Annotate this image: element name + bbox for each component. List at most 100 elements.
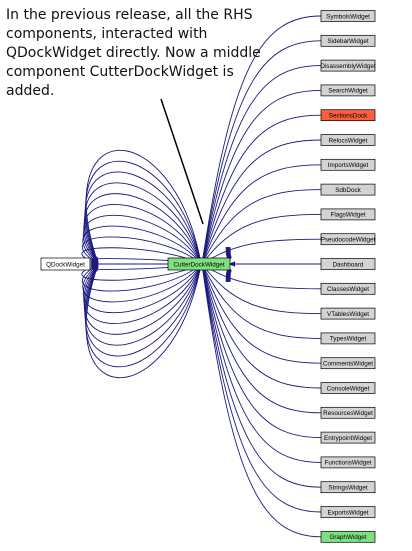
node-disassemblywidget-box [320,59,376,72]
node-stringswidget: StringsWidget [320,481,376,494]
edge-relocswidget [201,139,322,265]
arrowhead-icon [91,266,99,272]
node-dashboard: Dashboard [320,258,376,270]
node-functionswidget-label: FunctionsWidget [325,460,372,467]
arrowhead-icon [225,274,231,282]
node-qdockwidget-label: QDockWidget [46,261,85,268]
legacy-edge-functionswidget [84,266,201,346]
node-dashboard-box [320,258,376,270]
edge-importswidget [201,164,322,265]
node-symbolswidget-label: SymbolsWidget [326,13,370,20]
edge-entrypointwidget [201,263,322,439]
node-importswidget: ImportsWidget [320,158,376,171]
edge-graphwidget [201,263,322,538]
node-classeswidget: ClassesWidget [320,282,376,295]
node-entrypointwidget-label: EntrypointWidget [324,435,372,442]
node-sectionsdock-label: SectionsDock [329,113,368,120]
node-flagswidget-box [320,208,376,221]
node-exportswidget: ExportsWidget [320,506,376,518]
node-symbolswidget-box [320,10,376,22]
node-relocswidget-label: RelocsWidget [329,137,368,144]
edge-commentswidget [201,263,322,364]
edge-functionswidget [201,263,322,463]
pointer-line [160,98,204,225]
node-entrypointwidget-box [320,431,376,444]
node-sdbdock-label: SdbDock [335,187,361,194]
legacy-edge-disassemblywidget [84,171,201,262]
node-cutterdockwidget-box [167,257,231,271]
legacy-edge-sidebarwidget [85,160,201,261]
annotation-text: In the previous release, all the RHS com… [6,7,261,99]
node-flagswidget: FlagsWidget [320,208,376,221]
node-cutterdockwidget-label: CutterDockWidget [173,261,224,268]
node-disassemblywidget: DisassemblyWidget [320,59,376,72]
legacy-edge-sectionsdock [83,193,201,263]
edge-consolewidget [201,263,322,389]
node-graphwidget-label: GraphWidget [329,534,366,541]
edge-vtableswidget [201,263,322,315]
legacy-edge-flagswidget [81,236,201,264]
node-searchwidget-box [320,84,376,97]
edge-sdbdock [201,189,322,265]
legacy-edge-relocswidget [83,204,201,263]
edge-sectionsdock [201,114,322,265]
arrowhead-icon [228,261,235,267]
edge-searchwidget [201,89,322,265]
edge-sidebarwidget [201,40,322,265]
node-flagswidget-label: FlagsWidget [331,212,366,219]
node-classeswidget-label: ClassesWidget [327,286,369,293]
node-exportswidget-box [320,506,376,518]
node-symbolswidget: SymbolsWidget [320,10,376,22]
node-entrypointwidget: EntrypointWidget [320,431,376,444]
node-vtableswidget: VTablesWidget [320,307,376,320]
node-typeswidget-box [320,332,376,345]
node-pseudocodewidget: PseudocodeWidget [320,233,376,246]
node-importswidget-label: ImportsWidget [328,162,369,169]
node-vtableswidget-label: VTablesWidget [327,311,369,318]
node-qdockwidget-box [40,257,91,271]
node-sidebarwidget-box [320,34,376,47]
diagram-nodes: QDockWidget CutterDockWidget SymbolsWidget… [40,10,376,543]
node-resourceswidget-label: ResourcesWidget [323,410,373,417]
node-exportswidget-label: ExportsWidget [328,509,369,516]
edge-exportswidget [201,263,322,513]
legacy-edge-graphwidget [85,267,201,378]
node-graphwidget: GraphWidget [320,530,376,543]
node-stringswidget-label: StringsWidget [328,485,367,492]
node-pseudocodewidget-box [320,233,376,246]
node-importswidget-box [320,158,376,171]
node-sdbdock: SdbDock [320,183,376,196]
node-typeswidget-label: TypesWidget [330,336,367,343]
node-searchwidget: SearchWidget [320,84,376,97]
node-sidebarwidget: SidebarWidget [320,34,376,47]
node-relocswidget-box [320,134,376,146]
node-vtableswidget-box [320,307,376,320]
node-disassemblywidget-label: DisassemblyWidget [320,63,376,70]
edge-symbolswidget [201,15,322,265]
legacy-edge-resourceswidget [83,265,201,324]
node-consolewidget: ConsoleWidget [320,382,376,394]
legacy-edge-typeswidget [81,264,201,292]
node-sectionsdock: SectionsDock [320,109,376,122]
legacy-edge-entrypointwidget [83,265,201,335]
legacy-edge-exportswidget [85,267,201,368]
legacy-edge-consolewidget [82,265,201,314]
node-commentswidget-label: CommentsWidget [323,361,373,368]
edge-stringswidget [201,263,322,488]
node-typeswidget: TypesWidget [320,332,376,345]
arrowhead-icon [91,261,98,267]
node-stringswidget-box [320,481,376,494]
node-qdockwidget: QDockWidget [40,257,91,271]
legacy-edge-sdbdock [82,225,201,264]
node-classeswidget-box [320,282,376,295]
edge-resourceswidget [201,263,322,414]
legacy-edge-pseudocodewidget [81,247,201,264]
component-edges [201,15,322,538]
node-functionswidget-box [320,456,376,469]
legacy-edge-stringswidget [84,266,201,357]
node-resourceswidget: ResourcesWidget [320,406,376,419]
node-relocswidget: RelocsWidget [320,134,376,146]
node-cutterdockwidget: CutterDockWidget [167,257,231,271]
edge-flagswidget [201,213,322,265]
